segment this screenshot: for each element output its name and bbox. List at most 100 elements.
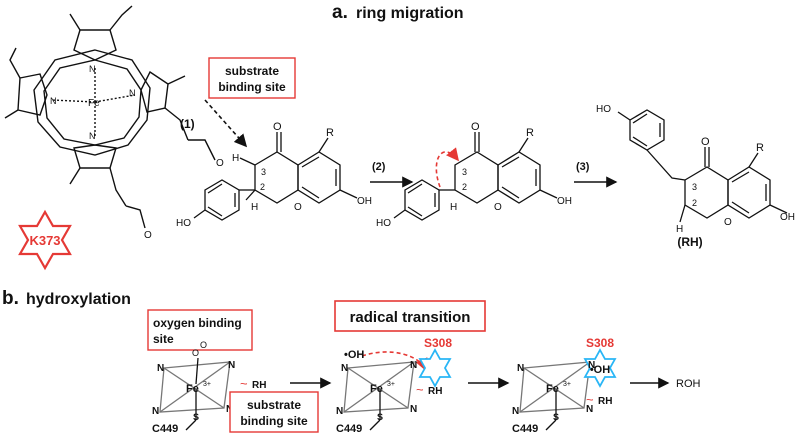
hc2-charge: 3+: [387, 381, 395, 388]
hc1-n3: N: [152, 406, 159, 417]
m3-three: 3: [692, 182, 697, 192]
m2-three: 3: [462, 167, 467, 177]
substrate-box-line2: binding site: [218, 80, 286, 94]
panel-a-prefix: a.: [332, 2, 348, 23]
step2-label: (2): [372, 161, 386, 173]
hc3-fe: Fe: [546, 383, 559, 395]
heme-complex-2: [343, 361, 415, 431]
m2-o-keto: O: [471, 121, 480, 133]
m1-r: R: [326, 127, 334, 139]
s308-star-2: S308 •OH: [583, 336, 617, 388]
hc2-n4: N: [410, 404, 417, 415]
heme-fe: Fe: [88, 98, 100, 109]
m3-ho: HO: [596, 104, 611, 115]
substrate-binding-box-a: substrate binding site: [208, 57, 296, 99]
substrate-b-line1: substrate: [247, 398, 301, 412]
m2-two: 2: [462, 182, 467, 192]
migration-curved-arrow: [435, 147, 460, 188]
molecule-2-labels: O R OH O 3 2 H HO: [376, 121, 572, 229]
s308-star-1: S308: [418, 336, 452, 388]
step1-label: (1): [180, 117, 195, 131]
k373-star: K373: [18, 209, 72, 271]
hc3-c449: C449: [512, 423, 538, 435]
hc1-o1: O: [192, 348, 199, 358]
hc1-charge: 3+: [203, 381, 211, 388]
m1-o-keto: O: [273, 121, 282, 133]
hc3-rh: RH: [598, 396, 612, 407]
m2-r: R: [526, 127, 534, 139]
m3-o-ring: O: [724, 217, 732, 228]
step2-arrow: (2): [370, 161, 414, 188]
heme-porphyrin: [4, 5, 216, 229]
flavanone-molecule-1: [193, 132, 358, 221]
hc3-n4: N: [586, 404, 593, 415]
hc3-tilde: ~: [586, 392, 594, 407]
hc2-tilde: ~: [416, 382, 424, 397]
hc2-n3: N: [336, 406, 343, 417]
panel-a-title: ring migration: [356, 5, 464, 22]
hc1-fe: Fe: [186, 383, 199, 395]
oxygen-box-line1: oxygen binding: [153, 316, 242, 330]
isoflavanone-molecule-3: [617, 109, 788, 223]
heme-n-left: N: [50, 96, 57, 106]
hc3-n1: N: [517, 363, 524, 374]
s308-label-1: S308: [424, 336, 452, 350]
m1-two: 2: [260, 182, 265, 192]
heme-complex-1: [159, 357, 231, 431]
hc1-tilde: ~: [240, 376, 248, 391]
hc3-n2: N: [588, 360, 595, 371]
rh-label: (RH): [677, 235, 702, 249]
heme-n-top: N: [89, 64, 96, 74]
hc1-n1: N: [157, 363, 164, 374]
oxygen-box-line2: site: [153, 332, 174, 346]
panel-b-title: hydroxylation: [26, 291, 131, 308]
s308-label-2: S308: [586, 336, 614, 350]
hc1-rh: RH: [252, 380, 266, 391]
step3-arrow: (3): [574, 161, 618, 188]
flavanone-molecule-2: [393, 132, 558, 221]
heme-complex-3-labels: N N N N Fe 3+ S C449 ~ RH: [512, 360, 612, 435]
step1-arrow: (1): [180, 99, 248, 148]
heme-o1: O: [216, 158, 224, 169]
hc1-c449: C449: [152, 423, 178, 435]
hc1-o2: O: [200, 340, 207, 350]
roh-label: ROH: [676, 378, 701, 390]
m2-oh: OH: [557, 196, 572, 207]
k373-label: K373: [29, 233, 60, 248]
hc2-n2: N: [410, 360, 417, 371]
s308-oh: •OH: [590, 364, 610, 376]
heme-n-right: N: [129, 88, 136, 98]
substrate-binding-box-b: substrate binding site: [229, 391, 319, 433]
substrate-b-line2: binding site: [240, 414, 308, 428]
hc3-n3: N: [512, 406, 519, 417]
m1-o-ring: O: [294, 202, 302, 213]
hc2-n1: N: [341, 363, 348, 374]
heme-complex-3: [519, 361, 591, 431]
molecule-3-labels: O R OH O HO 3 2 H (RH): [596, 104, 795, 249]
m1-oh: OH: [357, 196, 372, 207]
step3-label: (3): [576, 161, 590, 173]
radical-transition-box: radical transition: [334, 300, 486, 332]
heme-n-bottom: N: [89, 131, 96, 141]
m1-three: 3: [261, 167, 266, 177]
hc2-s: S: [377, 412, 383, 422]
hc2-fe: Fe: [370, 383, 383, 395]
m3-oh: OH: [780, 212, 795, 223]
heme-complex-1-labels: O O N N N N Fe 3+ S C449 ~ RH: [152, 340, 266, 435]
panel-a-heading: a. ring migration: [332, 2, 464, 23]
radical-transition-label: radical transition: [350, 309, 471, 326]
m1-ho: HO: [176, 218, 191, 229]
substrate-box-line1: substrate: [225, 64, 279, 78]
m3-h: H: [676, 224, 683, 235]
panel-b-prefix: b.: [2, 288, 19, 309]
m1-h1: H: [232, 153, 239, 164]
m3-r: R: [756, 142, 764, 154]
m3-o-keto: O: [701, 136, 710, 148]
hc1-n2: N: [228, 360, 235, 371]
m2-o-ring: O: [494, 202, 502, 213]
m3-two: 2: [692, 198, 697, 208]
heme-o2: O: [144, 230, 152, 241]
m2-h: H: [450, 202, 457, 213]
heme-labels: N N N N Fe O O: [50, 64, 224, 241]
